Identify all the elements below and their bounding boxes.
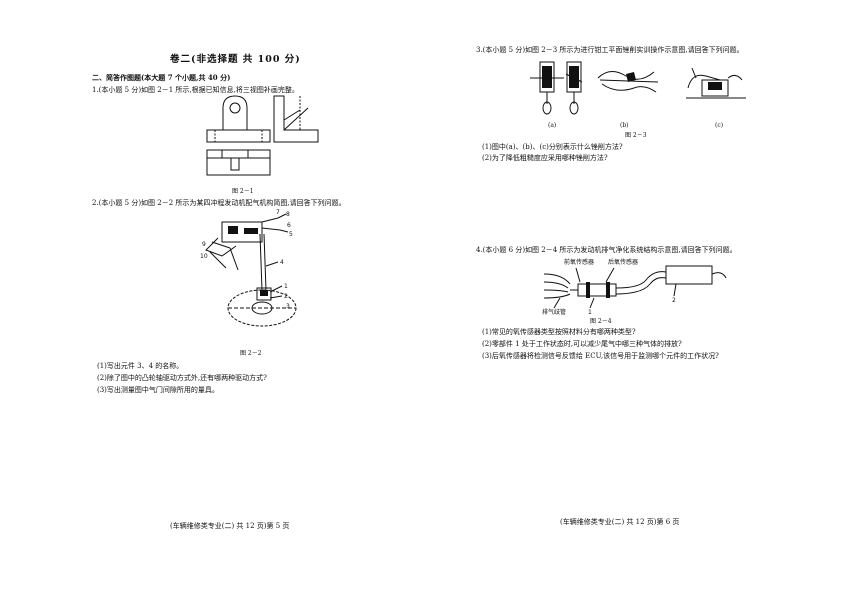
q2-subquestion-3: (3)写出测量图中气门间隙所用的量具。 [97, 386, 219, 394]
push-rod [259, 233, 267, 291]
q2-subquestion-2: (2)除了图中的凸轮轴驱动方式外,还有哪两种驱动方式? [97, 374, 267, 382]
label-1: 1 [284, 283, 288, 290]
figure-2-3-label-b: (b) [620, 122, 629, 129]
label-3: 3 [286, 303, 290, 310]
section-heading: 二、简答作图题(本大题 7 个小题,共 40 分) [92, 73, 231, 82]
q2-subquestion-1: (1)写出元件 3、4 的名称。 [97, 362, 184, 370]
left-page: 卷二(非选择题 共 100 分) 二、简答作图题(本大题 7 个小题,共 40 … [92, 54, 346, 530]
paper-title: 卷二(非选择题 共 100 分) [170, 54, 301, 65]
right-footer: (车辆维修类专业(二) 共 12 页)第 6 页 [560, 518, 680, 526]
filing-method-b [565, 61, 583, 115]
filing-method-d-vise [686, 67, 746, 99]
tappet [256, 287, 272, 301]
rocker-assembly [205, 217, 281, 271]
label-5: 5 [289, 231, 293, 238]
figure-2-2-valve-train: 7 8 6 5 9 10 4 1 2 3 [200, 209, 297, 327]
label-10: 10 [200, 253, 208, 260]
catalytic-converter [570, 282, 617, 298]
figure-2-3-label-c: (c) [715, 122, 724, 129]
exhaust-manifold [543, 273, 571, 299]
question-4-text: 4.(本小题 6 分)如图 2－4 所示为发动机排气净化系统结构示意图,请回答下… [476, 246, 737, 254]
question-1-text: 1.(本小题 5 分)如图 2－1 所示,根据已知信息,将三视图补画完整。 [92, 86, 299, 94]
q3-subquestion-1: (1)图中(a)、(b)、(c)分别表示什么锉削方法? [482, 143, 623, 151]
q4-subquestion-3: (3)后氧传感器将检测信号反馈给 ECU,该信号用于监测哪个元件的工作状况? [482, 352, 719, 360]
figure-2-1-three-views [206, 95, 319, 176]
left-footer: (车辆维修类专业(二) 共 12 页)第 5 页 [170, 522, 290, 530]
q4-subquestion-2: (2)零部件 1 处于工作状态时,可以减少尾气中哪三种气体的排放? [482, 340, 682, 348]
front-view [206, 95, 271, 143]
figure-2-3-filing-methods [530, 61, 746, 115]
exhaust-pipe-and-muffler [615, 265, 727, 295]
q3-subquestion-2: (2)为了降低粗糙度应采用哪种锉削方法? [482, 154, 608, 162]
right-page: 3.(本小题 5 分)如图 2－3 所示为进行钳工平面锉削实训操作示意图,请回答… [430, 0, 860, 608]
label-7: 7 [276, 209, 280, 216]
part-2-label: 2 [672, 297, 676, 304]
label-2: 2 [284, 293, 288, 300]
figure-2-4-exhaust-system: 前氧传感器 后氧传感器 排气歧管 1 2 [542, 258, 727, 316]
figure-2-3-label-a: (a) [548, 122, 557, 129]
top-view [206, 149, 271, 176]
filing-method-a [530, 61, 564, 115]
label-8: 8 [286, 211, 290, 218]
sensor-leaders [553, 267, 677, 309]
front-o2-sensor-label: 前氧传感器 [564, 258, 594, 266]
figure-2-4-caption: 图 2－4 [590, 318, 612, 325]
question-3-text: 3.(本小题 5 分)如图 2－3 所示为进行钳工平面锉削实训操作示意图,请回答… [476, 46, 744, 54]
part-1-label: 1 [588, 309, 592, 316]
side-view [273, 95, 319, 143]
filing-method-c-hands [597, 71, 659, 93]
q4-subquestion-1: (1)常见的氧传感器类型按照材料分有哪两种类型? [482, 328, 636, 336]
figure-2-2-caption: 图 2－2 [240, 350, 262, 357]
figure-2-3-caption: 图 2－3 [625, 132, 647, 139]
label-4: 4 [280, 259, 284, 266]
exhaust-manifold-label: 排气歧管 [542, 308, 566, 316]
figure-2-1-caption: 图 2－1 [232, 188, 254, 195]
question-2-text: 2.(本小题 5 分)如图 2－2 所示为某四冲程发动机配气机构简图,请回答下列… [92, 199, 346, 207]
label-9: 9 [202, 241, 206, 248]
rear-o2-sensor-label: 后氧传感器 [608, 258, 638, 266]
label-6: 6 [287, 222, 291, 229]
leader-lines [265, 213, 289, 299]
camshaft [227, 289, 297, 327]
